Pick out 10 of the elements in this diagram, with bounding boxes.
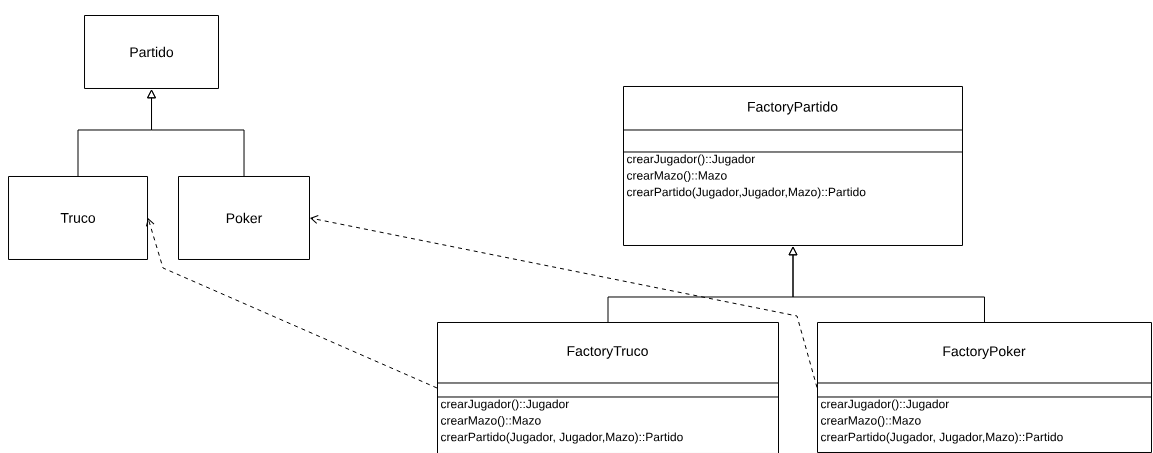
- class-box: Truco: [8, 176, 148, 260]
- class-box: FactoryTruco crearJugador()::Jugador crearMazo()::Mazo crearPartido(Jugador, Jugador,Mazo)::Partido: [436, 322, 779, 453]
- inheritance-arrow: [788, 246, 985, 323]
- class-box: FactoryPoker crearJugador()::Jugador crearMazo()::Mazo crearPartido(Jugador, Jugador,Mazo)::Partido: [816, 322, 1152, 453]
- dependency-arrow: [310, 215, 818, 388]
- dependency-arrow: [145, 218, 438, 389]
- class-box: Poker: [178, 176, 310, 260]
- class-box: Partido: [84, 15, 219, 89]
- inheritance-arrow: [147, 89, 245, 177]
- class-box: FactoryPartido crearJugador()::Jugador crearMazo()::Mazo crearPartido(Jugador,Jugador,Mazo)::Partido: [622, 86, 963, 246]
